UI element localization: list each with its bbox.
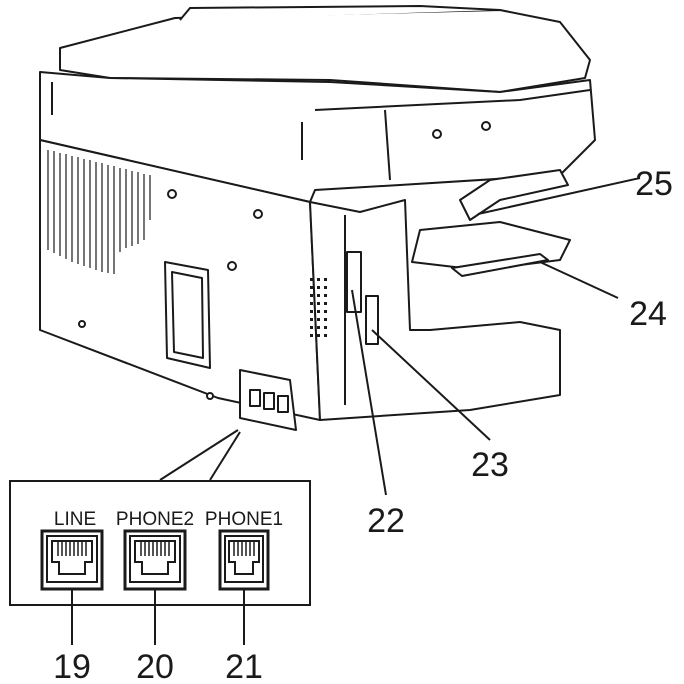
callout-22: 22: [367, 502, 405, 540]
screw: [206, 392, 214, 400]
screw: [227, 261, 237, 271]
screw: [78, 320, 86, 328]
callout-24: 24: [629, 295, 667, 333]
access-plate: [164, 261, 211, 369]
jack-opening: [277, 395, 289, 413]
side-vent: [310, 278, 327, 337]
jack-detail-box: [9, 480, 311, 606]
part-leader-lines: [351, 177, 641, 496]
screw: [253, 209, 263, 219]
line-jack-icon: [40, 529, 104, 591]
access-plate-inner: [171, 271, 204, 359]
callout-23: 23: [471, 446, 509, 484]
side-panel: [309, 199, 561, 421]
callout-19: 19: [53, 648, 91, 684]
fax-machine-illustration: [39, 5, 596, 431]
jack-opening: [249, 389, 261, 407]
port-label-phone1: PHONE1: [205, 509, 283, 530]
port-label-line: LINE: [54, 509, 96, 530]
side-slot-23: [365, 295, 379, 345]
document-feeder-tray: [179, 5, 501, 21]
phone2-jack-icon: [123, 529, 187, 591]
tray-extension: [451, 253, 549, 277]
tray-cover: [459, 169, 569, 221]
callout-25: 25: [635, 165, 673, 203]
phone1-jack-icon: [218, 529, 270, 591]
detail-connector-lines: [159, 429, 241, 481]
housing-crease: [314, 89, 591, 111]
housing-right-face: [384, 109, 391, 181]
screw-hole: [432, 129, 442, 139]
jack-opening: [263, 392, 275, 410]
side-slot-22: [346, 251, 362, 313]
jack-leader-lines: [71, 589, 245, 645]
port-label-phone2: PHONE2: [116, 509, 194, 530]
screw: [167, 189, 177, 199]
callout-20: 20: [136, 648, 174, 684]
callout-21: 21: [225, 648, 263, 684]
rear-vent-grille: [47, 150, 151, 274]
screw-hole: [481, 121, 491, 131]
